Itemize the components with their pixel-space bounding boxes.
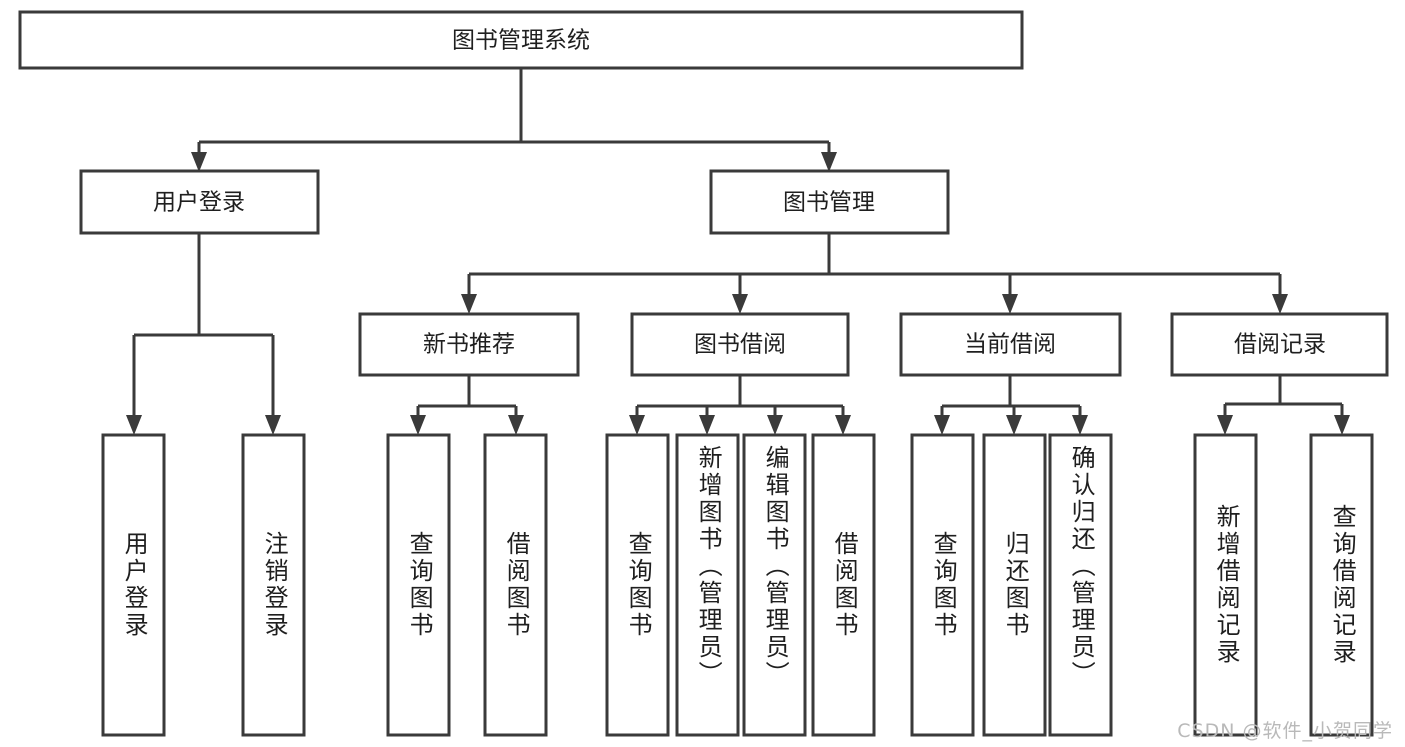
node-new-book-recommend-label: 新书推荐 [423,332,515,358]
node-current-borrow-label: 当前借阅 [964,332,1056,358]
leaf-book-borrow-0[interactable] [605,433,670,737]
leaf-book-borrow-3[interactable] [811,433,876,737]
node-new-book-recommend[interactable] [358,312,580,377]
node-book-management-label: 图书管理 [783,190,875,216]
leaf-borrow-record-0[interactable] [1193,433,1258,737]
connector-book-borrow-stem [629,375,851,435]
leaf-book-borrow-2[interactable] [742,433,807,737]
node-borrow-record[interactable] [1170,312,1389,377]
leaf-book-borrow-1[interactable] [675,433,740,737]
leaf-new-book-recommend-1[interactable] [483,433,548,737]
connector-root-to-user-login [191,142,207,172]
csdn-watermark: CSDN @软件_小贺同学 [1177,720,1393,742]
node-user-login[interactable] [79,169,320,235]
node-current-borrow[interactable] [899,312,1122,377]
node-root-label: 图书管理系统 [452,28,590,54]
connector-book-manage-stem [461,233,1288,314]
leaf-user-login-0[interactable] [101,433,166,737]
leaf-new-book-recommend-0[interactable] [386,433,451,737]
connector-new-book-recommend-stem [410,375,524,435]
leaf-current-borrow-2[interactable] [1048,433,1113,737]
node-borrow-record-label: 借阅记录 [1234,332,1326,358]
connector-root-to-book-manage [821,142,837,172]
node-root-book-management-system[interactable] [18,10,1024,70]
connector-borrow-record-stem [1217,375,1350,435]
leaf-current-borrow-0[interactable] [910,433,975,737]
leaf-borrow-record-1[interactable] [1309,433,1374,737]
node-book-management[interactable] [709,169,950,235]
connector-current-borrow-stem [934,375,1088,435]
leaf-user-login-1[interactable] [241,433,306,737]
node-user-login-label: 用户登录 [153,190,245,216]
node-book-borrow-label: 图书借阅 [694,332,786,358]
leaf-current-borrow-1[interactable] [982,433,1047,737]
connector-user-login-stem [126,233,281,435]
node-book-borrow[interactable] [630,312,850,377]
